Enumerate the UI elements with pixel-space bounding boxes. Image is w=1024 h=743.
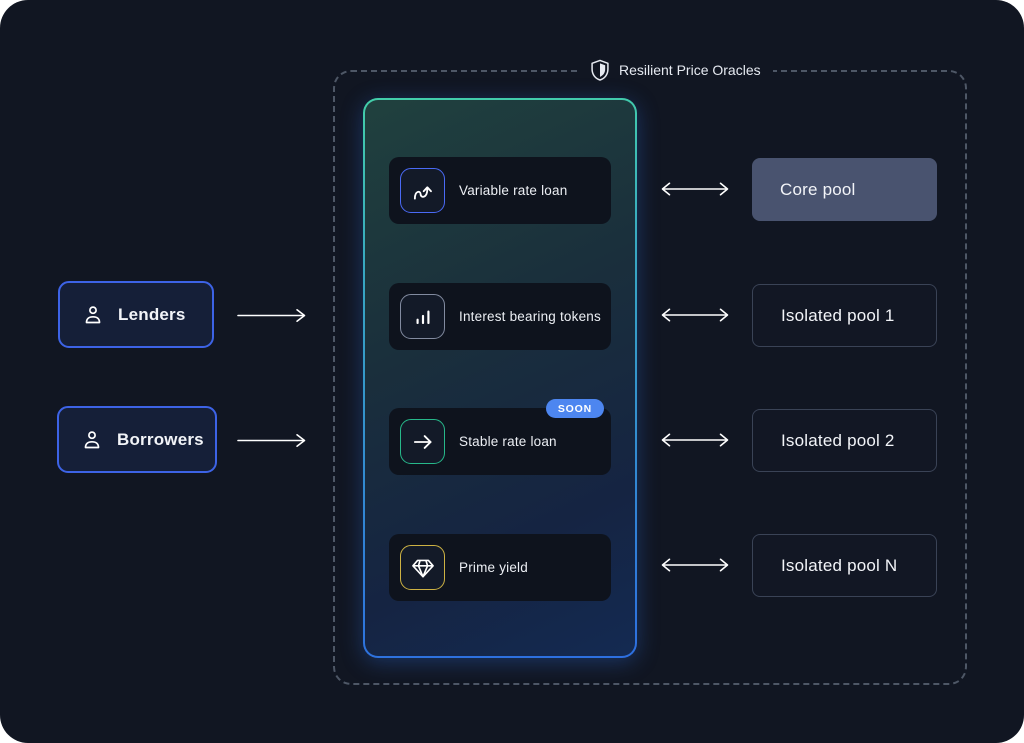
bar-chart-icon (400, 294, 445, 339)
lenders-box[interactable]: Lenders (58, 281, 214, 348)
pool-label: Isolated pool 1 (781, 305, 895, 325)
person-icon (81, 303, 105, 327)
arrow-right-icon (400, 419, 445, 464)
arrow-panel-isolated-pool-1 (660, 307, 730, 323)
diamond-icon (400, 545, 445, 590)
panel-item-variable-rate-loan[interactable]: Variable rate loan (389, 157, 611, 224)
isolated-pool-2-box[interactable]: Isolated pool 2 (752, 409, 937, 472)
loan-products-panel: Variable rate loan Interest bearing toke… (363, 98, 637, 658)
person-icon (80, 428, 104, 452)
arrow-panel-core-pool (660, 181, 730, 197)
actor-label: Borrowers (117, 429, 204, 449)
isolated-pool-n-box[interactable]: Isolated pool N (752, 534, 937, 597)
panel-item-label: Variable rate loan (459, 183, 568, 198)
loan-products-panel-inner: Variable rate loan Interest bearing toke… (365, 100, 635, 656)
actor-label: Lenders (118, 304, 186, 324)
resilient-price-oracles-container: Resilient Price Oracles (333, 59, 967, 685)
borrowers-box[interactable]: Borrowers (57, 406, 217, 473)
oracle-label-text: Resilient Price Oracles (619, 62, 761, 78)
panel-item-label: Prime yield (459, 560, 528, 575)
pool-label: Core pool (780, 179, 856, 199)
core-pool-box[interactable]: Core pool (752, 158, 937, 221)
shield-icon (590, 59, 610, 81)
variable-rate-icon (400, 168, 445, 213)
panel-item-label: Stable rate loan (459, 434, 557, 449)
resilient-price-oracles-label: Resilient Price Oracles (578, 59, 773, 81)
pool-label: Isolated pool N (781, 555, 898, 575)
arrow-lenders-to-panel (236, 308, 308, 323)
panel-item-stable-rate-loan[interactable]: SOON Stable rate loan (389, 399, 611, 475)
panel-item-label: Interest bearing tokens (459, 309, 601, 324)
arrow-panel-isolated-pool-n (660, 557, 730, 573)
isolated-pool-1-box[interactable]: Isolated pool 1 (752, 284, 937, 347)
panel-item-interest-bearing-tokens[interactable]: Interest bearing tokens (389, 283, 611, 350)
arrow-panel-isolated-pool-2 (660, 432, 730, 448)
arrow-borrowers-to-panel (236, 433, 308, 448)
panel-item-prime-yield[interactable]: Prime yield (389, 534, 611, 601)
soon-badge: SOON (545, 399, 604, 418)
pool-label: Isolated pool 2 (781, 430, 895, 450)
